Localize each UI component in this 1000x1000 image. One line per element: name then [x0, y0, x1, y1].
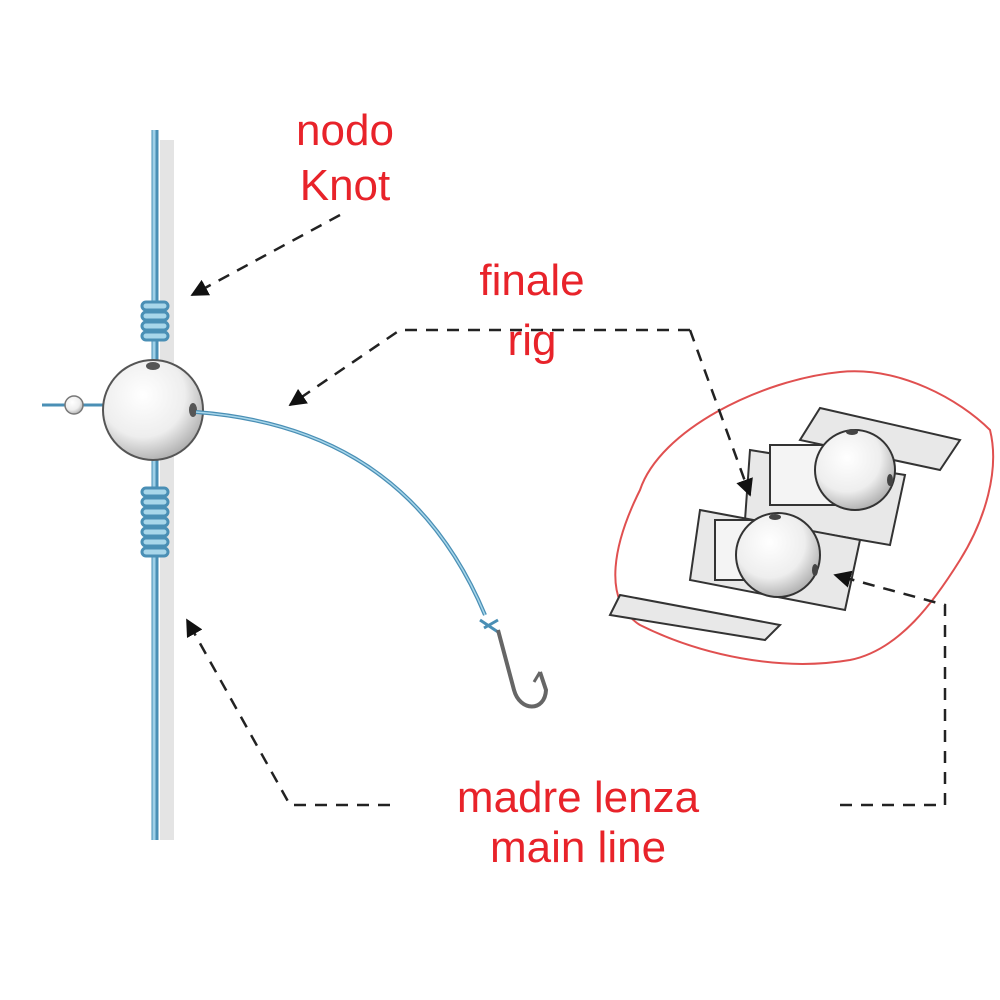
- rig-arrow-device: [688, 329, 753, 497]
- swivel-bead-icon: [42, 359, 204, 461]
- mainline-arrow: [185, 618, 390, 807]
- label-knot-it: nodo: [296, 106, 394, 155]
- label-rig-en: rig: [508, 316, 557, 365]
- knot-coils-upper: [140, 300, 170, 342]
- rig-leader: [195, 410, 499, 634]
- label-mainline-en: main line: [490, 823, 666, 872]
- label-rig-it: finale: [479, 256, 584, 305]
- mainline-arrow-device: [833, 570, 947, 807]
- hook-icon: [496, 629, 549, 709]
- label-mainline-it: madre lenza: [457, 773, 700, 822]
- bead-holder-icon: [608, 370, 995, 665]
- label-knot-en: Knot: [300, 161, 391, 210]
- rig-arrow: [288, 328, 690, 407]
- knot-arrow: [190, 213, 341, 297]
- knot-coils-lower: [140, 486, 170, 558]
- main-line: [151, 130, 174, 840]
